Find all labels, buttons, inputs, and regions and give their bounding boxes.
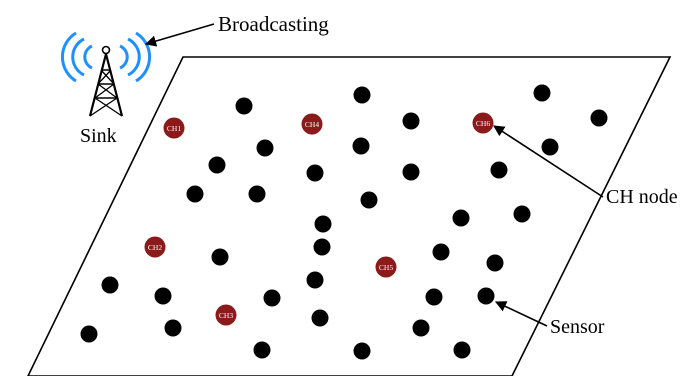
cluster-head-ch1: CH1 (163, 117, 185, 139)
ch3-label: CH3 (219, 311, 233, 320)
sensor-node (353, 86, 371, 104)
sensor-node (360, 191, 378, 209)
sensor-node (253, 341, 271, 359)
ch2-label: CH2 (148, 243, 162, 252)
ch1-label: CH1 (167, 124, 181, 133)
sensor-node (490, 161, 508, 179)
sensor-node (235, 97, 253, 115)
sensor-node (432, 243, 450, 261)
sensor-node (533, 84, 551, 102)
ch5-label: CH5 (379, 263, 393, 272)
sensor-node (306, 271, 324, 289)
sensor-node (412, 319, 430, 337)
broadcasting-arrow (144, 23, 215, 47)
sensor-node (513, 205, 531, 223)
sensor-node (452, 209, 470, 227)
sensor-node (353, 342, 371, 360)
sensor-node (208, 156, 226, 174)
cluster-head-ch3: CH3 (215, 304, 237, 326)
sensor-node (306, 164, 324, 182)
antenna-tower-icon (60, 31, 152, 117)
sensor-node (154, 287, 172, 305)
sensor-node (311, 309, 329, 327)
sensor-node (101, 276, 119, 294)
cluster-head-ch2: CH2 (144, 236, 166, 258)
ch6-label: CH6 (476, 119, 490, 128)
sensor-arrow (494, 301, 548, 327)
sensor-node (248, 185, 266, 203)
sensor-node (590, 109, 608, 127)
sensor-node (256, 139, 274, 157)
sensor-node (352, 137, 370, 155)
sensor-node (402, 112, 420, 130)
sensor-node (314, 215, 332, 233)
sensor-node (477, 287, 495, 305)
sensor-node (541, 138, 559, 156)
sensor-node (453, 341, 471, 359)
cluster-head-ch6: CH6 (472, 112, 494, 134)
sensor-node (263, 289, 281, 307)
sensor-node (402, 163, 420, 181)
sensor-node (186, 185, 204, 203)
sensor-node (211, 248, 229, 266)
ch-node-label: CH node (606, 186, 678, 208)
sensor-field (27, 56, 672, 376)
broadcasting-label: Broadcasting (218, 12, 329, 36)
sensor-node (425, 288, 443, 306)
cluster-head-nodes: CH1 CH2 CH3 CH4 CH5 CH6 (144, 112, 494, 326)
sensor-node (164, 319, 182, 337)
sensor-node (486, 254, 504, 272)
cluster-head-ch5: CH5 (375, 256, 397, 278)
ch-node-arrow (493, 125, 604, 198)
cluster-head-ch4: CH4 (301, 113, 323, 135)
sensor-node (313, 238, 331, 256)
sensor-node (80, 325, 98, 343)
sensor-nodes (80, 84, 608, 360)
ch4-label: CH4 (305, 120, 319, 129)
sink-label: Sink (80, 125, 117, 147)
sensor-label: Sensor (550, 316, 605, 338)
